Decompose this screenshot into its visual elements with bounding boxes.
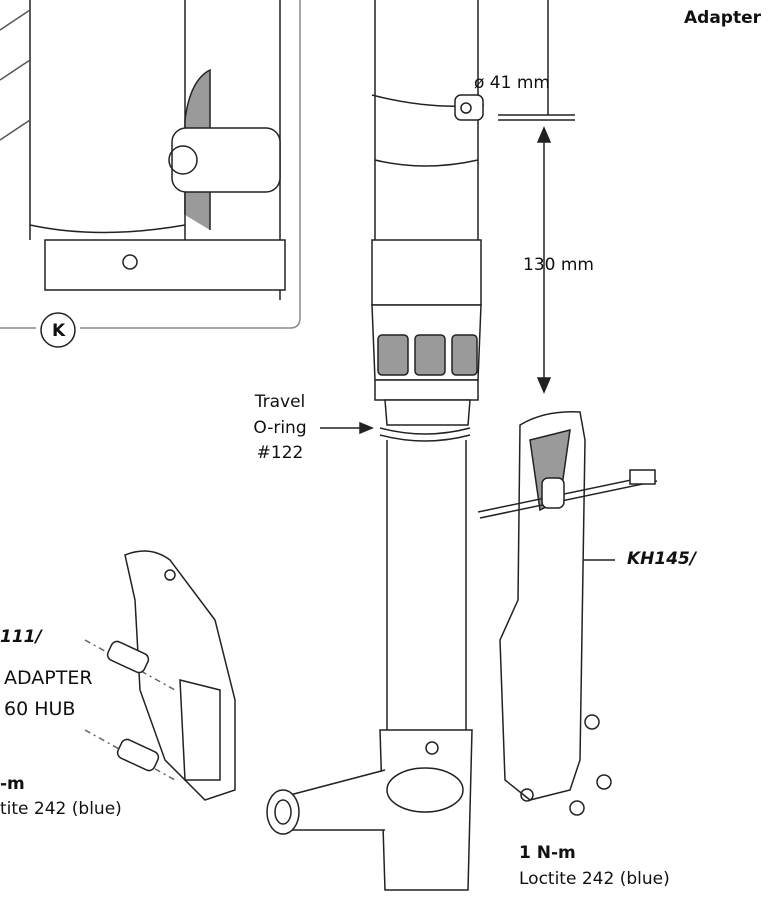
- callout-k-circle: [40, 312, 76, 348]
- torque-left-label: -m: [0, 774, 25, 794]
- diameter-label: ø 41 mm: [474, 73, 550, 93]
- torque-right-label: 1 N-m: [519, 843, 576, 863]
- dimension-lines: [320, 0, 615, 565]
- fork-leg: [266, 0, 485, 891]
- part-kh145-label: KH145/: [627, 549, 697, 569]
- detail-frame-k: [0, 0, 301, 329]
- callout-k-label: K: [52, 321, 66, 341]
- length-label: 130 mm: [523, 255, 594, 275]
- travel-label-1: Travel: [254, 392, 306, 412]
- adapter-label-2: 60 HUB: [4, 698, 76, 720]
- fork-guard: [477, 411, 658, 816]
- brake-adapter: [84, 550, 236, 801]
- adapter-top-label: Adapter: [684, 8, 762, 28]
- part-left-label: 111/: [0, 627, 42, 647]
- travel-label-2: O-ring: [253, 418, 307, 438]
- adapter-label-1: ADAPTER: [4, 667, 93, 689]
- travel-label-3: #122: [256, 443, 304, 463]
- loctite-right-label: Loctite 242 (blue): [519, 869, 670, 889]
- loctite-left-label: tite 242 (blue): [0, 799, 122, 819]
